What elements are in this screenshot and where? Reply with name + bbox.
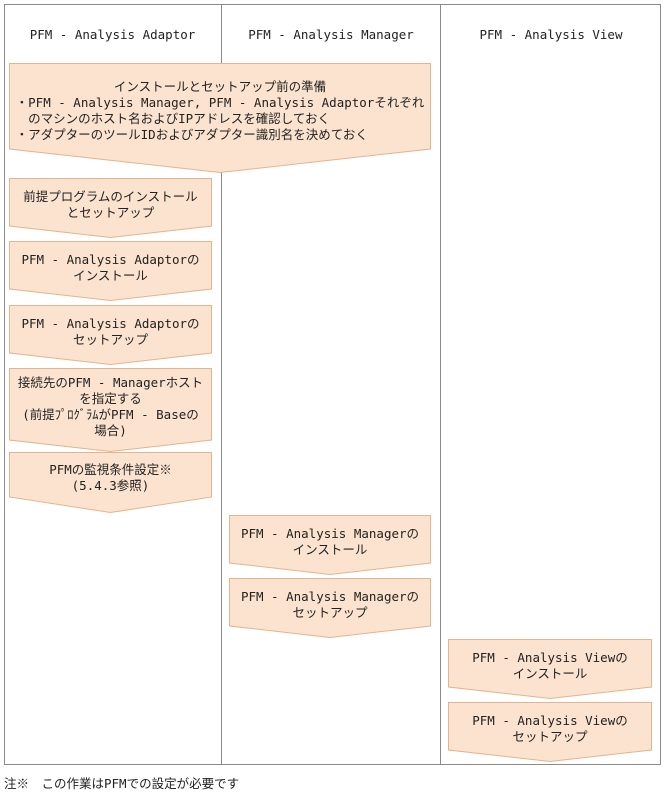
step-adaptor-install: PFM - Analysis Adaptorのインストール [9,241,212,302]
column-header-manager: PFM - Analysis Manager [248,27,414,42]
step-preparation: インストールとセットアップ前の準備・PFM - Analysis Manager… [9,63,431,174]
step-adaptor-setup: PFM - Analysis Adaptorのセットアップ [9,305,212,366]
step-text-line: セットアップ [512,728,588,744]
step-manager-install: PFM - Analysis Managerのインストール [229,515,431,576]
step-text-line: 前提プログラムのインストール [23,188,198,204]
step-text: 接続先のPFM - Managerホストを指定する(前提ﾌﾟﾛｸﾞﾗﾑがPFM … [9,368,212,445]
step-arrow-polygon [229,578,431,639]
column-divider [221,4,222,765]
step-arrow-shape [448,639,652,700]
step-text-line: PFM - Analysis Managerの [240,525,420,541]
step-text-line: 接続先のPFM - Managerホスト [17,374,204,390]
step-arrow-shape [9,368,212,453]
step-text-line: (前提ﾌﾟﾛｸﾞﾗﾑがPFM - Baseの [22,406,199,422]
step-text-line: PFM - Analysis Adaptorの [21,251,200,267]
step-arrow-polygon [9,63,431,174]
step-arrow-polygon [229,515,431,576]
step-text-line: ・PFM - Analysis Manager, PFM - Analysis … [15,95,425,110]
step-monitoring-condition: PFMの監視条件設定※(5.4.3参照) [9,452,212,514]
step-text-block: ・PFM - Analysis Manager, PFM - Analysis … [16,95,425,143]
step-arrow-shape [9,241,212,302]
column-header-view: PFM - Analysis View [479,27,623,42]
step-text-line: インストールとセットアップ前の準備 [113,79,327,94]
step-text-line: インストール [512,665,588,681]
step-arrow-shape [9,305,212,366]
step-text: インストールとセットアップ前の準備・PFM - Analysis Manager… [9,63,431,159]
step-text: PFMの監視条件設定※(5.4.3参照) [9,452,212,503]
step-text-line: ・アダプターのツールIDおよびアダプター識別名を決めておく [15,127,368,142]
column-header-adaptor: PFM - Analysis Adaptor [29,27,196,42]
step-text-line: を指定する [79,390,142,406]
step-arrow-polygon [9,305,212,366]
step-text: PFM - Analysis Viewのセットアップ [448,702,652,755]
step-text: PFM - Analysis Adaptorのセットアップ [9,305,212,358]
step-connect-manager-host: 接続先のPFM - Managerホストを指定する(前提ﾌﾟﾛｸﾞﾗﾑがPFM … [9,368,212,453]
step-arrow-shape [9,452,212,514]
step-arrow-shape [9,178,212,239]
step-prerequisite-install: 前提プログラムのインストールとセットアップ [9,178,212,239]
step-arrow-polygon [9,241,212,302]
footnote: 注※ この作業はPFMでの設定が必要です [4,776,240,791]
step-view-setup: PFM - Analysis Viewのセットアップ [448,702,652,763]
step-arrow-shape [448,702,652,763]
step-text-line: PFM - Analysis Viewの [472,649,628,665]
step-arrow-shape [229,515,431,576]
step-text-line: PFM - Analysis Managerの [240,588,420,604]
step-text-line: とセットアップ [66,204,155,220]
step-text-line: (5.4.3参照) [71,477,150,493]
step-arrow-polygon [9,368,212,453]
column-divider [440,4,441,765]
diagram-frame [4,4,661,765]
step-text-line: PFM - Analysis Adaptorの [21,315,200,331]
step-manager-setup: PFM - Analysis Managerのセットアップ [229,578,431,639]
step-arrow-polygon [9,452,212,514]
step-arrow-shape [9,63,431,174]
step-arrow-polygon [9,178,212,239]
step-text-line: インストール [292,541,368,557]
step-text: 前提プログラムのインストールとセットアップ [9,178,212,231]
step-text-line: 場合) [94,422,127,438]
step-arrow-polygon [448,639,652,700]
step-text-line: インストール [73,267,148,283]
step-text: PFM - Analysis Managerのセットアップ [229,578,431,631]
step-text-line: PFMの監視条件設定※ [49,461,172,477]
step-arrow-polygon [448,702,652,763]
step-text-line: セットアップ [292,604,368,620]
step-text: PFM - Analysis Adaptorのインストール [9,241,212,294]
step-arrow-shape [229,578,431,639]
step-text: PFM - Analysis Managerのインストール [229,515,431,568]
step-text-line: PFM - Analysis Viewの [472,712,628,728]
step-text: PFM - Analysis Viewのインストール [448,639,652,692]
step-text-line: のマシンのホスト名およびIPアドレスを確認しておく [15,111,330,126]
step-text-line: セットアップ [72,331,148,347]
step-view-install: PFM - Analysis Viewのインストール [448,639,652,700]
